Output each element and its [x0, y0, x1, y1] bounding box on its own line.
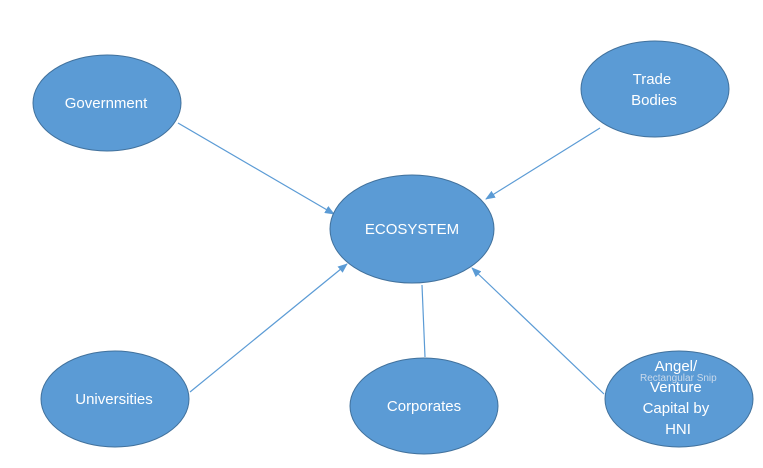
node-angel-vc-line4: HNI — [665, 421, 691, 438]
node-angel-vc[interactable]: Rectangular Snip Angel/ Venture Capital … — [604, 350, 754, 448]
node-angel-vc-line2: Venture — [650, 379, 702, 396]
node-government-label: Government — [65, 95, 148, 112]
node-trade-bodies-line1: Trade — [633, 71, 672, 88]
node-ecosystem-label: ECOSYSTEM — [365, 221, 459, 238]
edge-corporates-to-ecosystem — [421, 284, 426, 358]
edge-universities-to-ecosystem — [189, 263, 348, 393]
node-universities-label: Universities — [75, 391, 153, 408]
node-trade-bodies-line2: Bodies — [631, 92, 677, 109]
node-angel-vc-line1: Angel/ — [655, 358, 698, 375]
snip-watermark: Rectangular Snip — [640, 373, 717, 384]
node-universities[interactable]: Universities — [40, 350, 190, 448]
edge-angel-vc-to-ecosystem — [471, 267, 605, 395]
node-government[interactable]: Government — [32, 54, 182, 152]
edge-trade-bodies-to-ecosystem — [485, 127, 601, 200]
node-angel-vc-line3: Capital by — [643, 400, 710, 417]
node-corporates-label: Corporates — [387, 398, 461, 415]
node-ecosystem[interactable]: ECOSYSTEM — [329, 174, 495, 284]
node-trade-bodies-label: Trade Bodies — [631, 71, 677, 109]
edge-government-to-ecosystem — [177, 122, 335, 215]
node-corporates[interactable]: Corporates — [349, 357, 499, 455]
node-trade-bodies[interactable]: Trade Bodies — [580, 40, 730, 138]
node-angel-vc-label: Angel/ Venture Capital by HNI — [643, 358, 714, 438]
